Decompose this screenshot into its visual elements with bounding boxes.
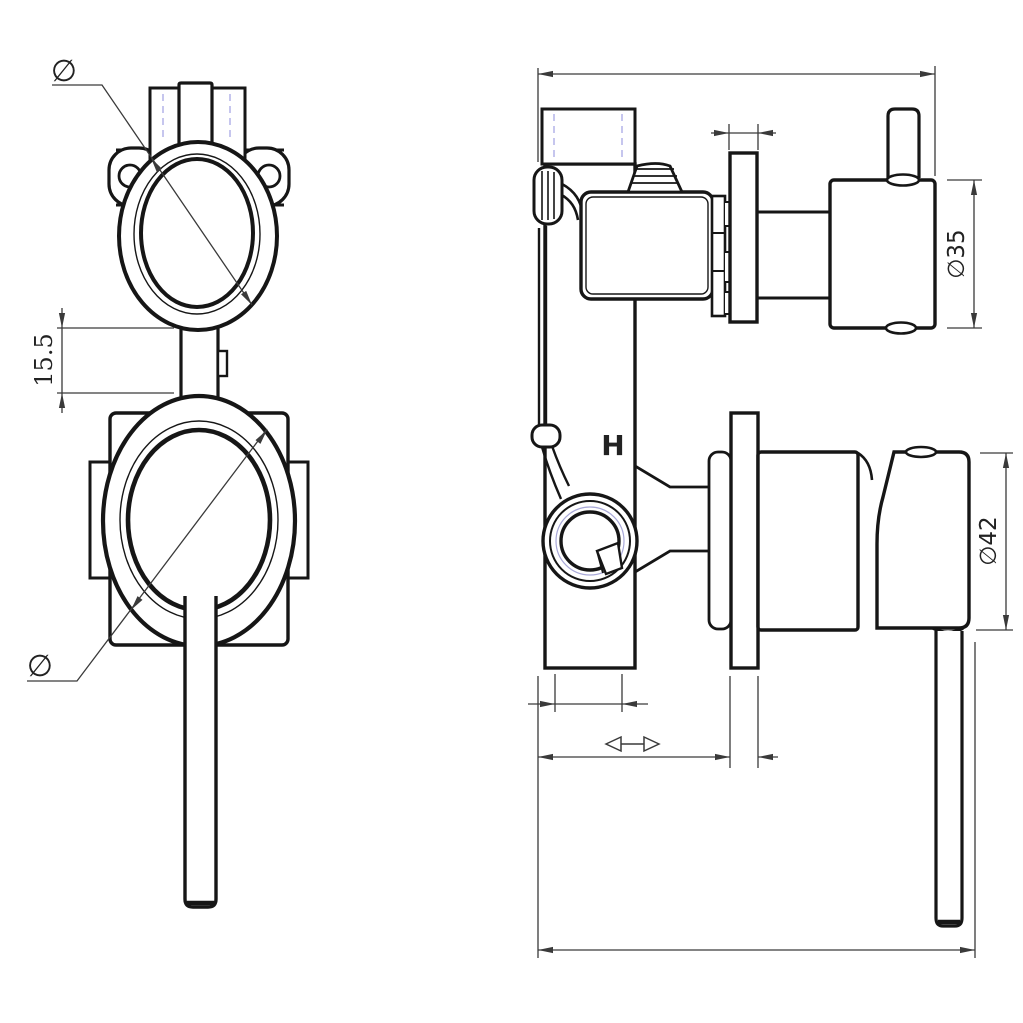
- ribbed-connector: [626, 162, 685, 194]
- supply-tube-curves: [540, 445, 571, 500]
- spline-shaft: [710, 194, 727, 318]
- inlet-port-notch-fold: [596, 550, 604, 574]
- knob-stem-lines: [757, 210, 830, 300]
- escutcheon-plate-lower: [729, 411, 760, 670]
- bottom-dimensions: [528, 642, 976, 958]
- diverter-knob: [828, 178, 937, 330]
- diverter-pin: [886, 107, 921, 178]
- handle-diameter-label: ∅42: [976, 516, 1002, 565]
- top-pipe: [540, 107, 637, 166]
- overall-width-dimension-top: [537, 66, 936, 176]
- diverter-pin-base-lens: [885, 173, 921, 187]
- ribbed-connector-ribs: [631, 168, 679, 184]
- plate-thickness-dimension-top: [711, 124, 776, 150]
- front-view: ∅ 15.5 ∅: [27, 54, 310, 909]
- handle-cap-top-lens: [904, 445, 938, 459]
- spline-shaft-steps: [712, 232, 725, 272]
- inlet-port-thread: [555, 506, 625, 576]
- escutcheon-plate-upper: [728, 151, 759, 324]
- handle-joint-curve: [857, 451, 874, 481]
- handle-body: [756, 450, 860, 632]
- upper-trim-ring: [133, 153, 261, 315]
- trim-gap-dimension: 15.5: [30, 308, 174, 413]
- cartridge-housing: [579, 190, 715, 301]
- supply-pipe-lines: [537, 226, 548, 426]
- diverter-knob-bottom-lens: [884, 321, 918, 335]
- inlet-port-ring: [549, 500, 631, 582]
- lever-handle-side: [934, 631, 964, 928]
- lever-handle-front: [183, 596, 218, 909]
- upper-trim-inner: [139, 157, 255, 309]
- connecting-stem: [179, 328, 220, 397]
- upper-diameter-symbol-label: ∅: [51, 54, 77, 89]
- knob-diameter-label: ∅35: [944, 229, 970, 278]
- top-pipe-hidden-lines: [553, 114, 623, 160]
- lower-stem-lines: [634, 464, 709, 574]
- stem-side-lug: [216, 349, 229, 378]
- mounting-clip-upper-ridges: [541, 171, 555, 220]
- cartridge-housing-inner: [585, 196, 709, 295]
- side-view: H ∅35: [528, 66, 1013, 958]
- mounting-clip-lower: [530, 423, 562, 449]
- handle-adapter: [707, 450, 733, 631]
- double-arrow-icon: [604, 735, 661, 753]
- handle-diameter-dimension: ∅42: [976, 452, 1013, 631]
- inlet-port-notch: [595, 541, 624, 576]
- trim-gap-label: 15.5: [30, 333, 58, 386]
- lower-trim-diameter-dimension: ∅: [27, 428, 270, 684]
- lower-diameter-symbol-label: ∅: [27, 649, 53, 684]
- hot-water-marking: H: [601, 429, 624, 462]
- handle-cap: [875, 450, 971, 630]
- knob-diameter-dimension: ∅35: [944, 179, 982, 329]
- upper-trim-diameter-dimension: ∅: [51, 54, 255, 307]
